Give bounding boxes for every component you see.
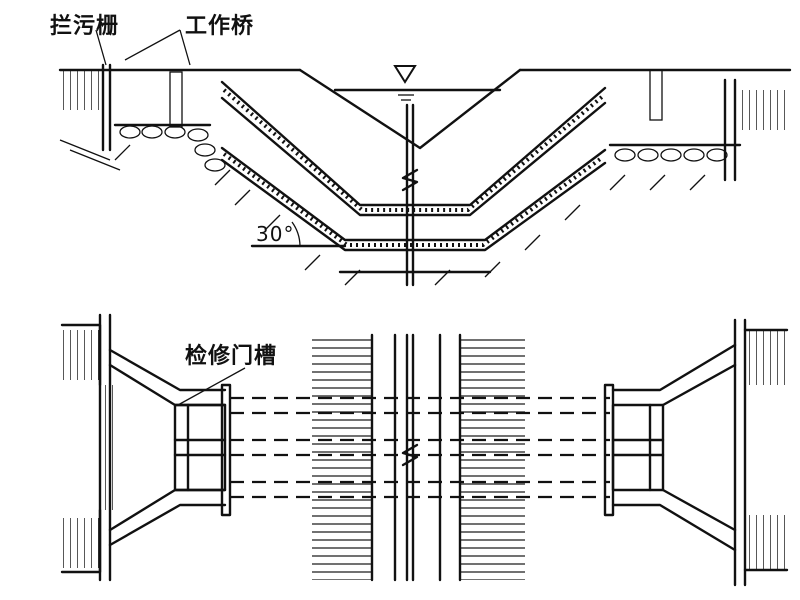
pipe-top-outer bbox=[220, 80, 607, 207]
right-riprap bbox=[614, 148, 728, 162]
left-gate-pier bbox=[169, 71, 183, 128]
right-gate-pier bbox=[649, 69, 663, 121]
right-ground-hatch bbox=[740, 90, 785, 130]
left-transition-bottom bbox=[108, 503, 227, 547]
trash-rack-label: 拦污栅 bbox=[50, 14, 120, 39]
riverbed bbox=[298, 68, 522, 150]
left-ground-hatch bbox=[59, 70, 121, 171]
left-abutment-top bbox=[62, 330, 100, 380]
right-transition-bottom bbox=[611, 503, 737, 552]
left-gate-slot bbox=[220, 383, 232, 517]
pipe-top-inner bbox=[220, 96, 607, 217]
river-bank-right bbox=[460, 335, 525, 580]
right-gate-frame bbox=[611, 403, 665, 492]
plan-view bbox=[60, 313, 789, 587]
left-abutment-bottom bbox=[62, 518, 100, 568]
right-transition-top bbox=[611, 343, 737, 392]
elevation-view bbox=[58, 29, 792, 287]
gate-slot-label: 检修门槽 bbox=[185, 344, 278, 369]
left-riprap bbox=[119, 125, 226, 172]
right-abutment-top bbox=[745, 330, 787, 385]
right-abutment-bottom bbox=[745, 515, 787, 570]
pipe-bottom-inner bbox=[220, 146, 607, 242]
river-bank-left bbox=[312, 335, 372, 580]
angle-label: 30° bbox=[256, 222, 295, 246]
water-level-icon bbox=[393, 65, 417, 84]
left-transition-top bbox=[108, 348, 227, 392]
angle-arc bbox=[291, 221, 301, 247]
pipe-bottom-outer bbox=[220, 158, 607, 252]
work-bridge-label: 工作桥 bbox=[185, 14, 255, 39]
left-gate-frame bbox=[173, 403, 227, 492]
